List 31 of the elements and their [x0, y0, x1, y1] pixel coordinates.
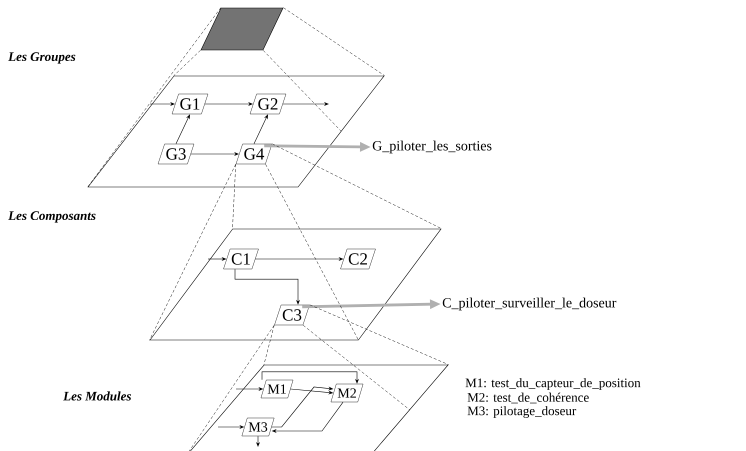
module-box: C3	[274, 304, 310, 326]
function-name: G_piloter_les_sorties	[372, 140, 492, 154]
projection-line	[87, 7, 222, 188]
module-box: C2	[340, 248, 376, 270]
projection-line	[310, 304, 449, 365]
module-legend: M3: pilotage_doseur	[468, 406, 576, 418]
projection-line	[265, 164, 359, 341]
module-box: M2	[330, 384, 364, 402]
layer-heading: Les Modules	[63, 391, 132, 401]
layer-heading: Les Groupes	[8, 52, 76, 64]
projection-line	[174, 50, 201, 76]
projection-line	[149, 164, 236, 341]
projection-line	[264, 324, 274, 365]
module-box: G3	[158, 144, 194, 164]
module-box: G4	[236, 144, 272, 164]
module-box: G1	[172, 94, 208, 114]
function-name: C_piloter_surveiller_le_doseur	[442, 298, 616, 310]
module-legend: M2: test_de_cohérence	[468, 392, 589, 404]
layer-heading: Les Composants	[8, 211, 96, 223]
projection-line	[283, 7, 385, 76]
projection-line	[262, 50, 342, 132]
projection-line	[186, 324, 274, 451]
module-box: C1	[223, 248, 259, 270]
shaded-block	[200, 8, 284, 50]
projection-line	[302, 324, 410, 410]
projection-line	[232, 164, 236, 229]
projection-line	[272, 144, 442, 229]
module-legend: M1: test_du_capteur_de_position	[466, 378, 640, 390]
module-box: G2	[250, 94, 286, 114]
module-box: M3	[242, 418, 274, 436]
module-box: M1	[260, 380, 294, 398]
